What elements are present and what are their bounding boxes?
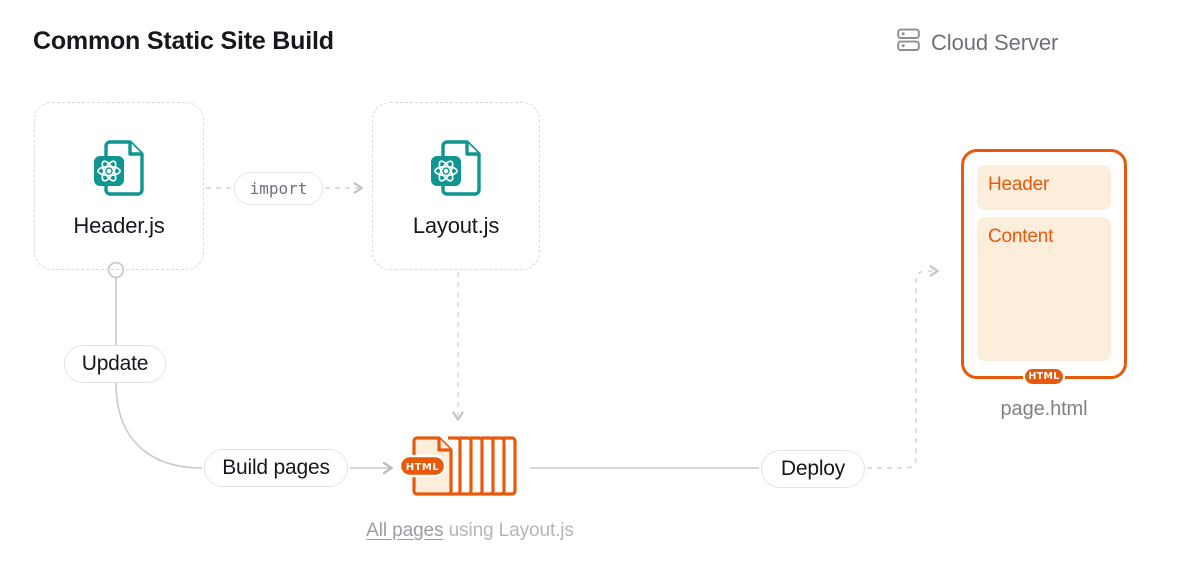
cloud-server-label: Cloud Server [931,29,1059,55]
react-file-icon [83,133,155,210]
svg-text:HTML: HTML [406,462,440,473]
cloud-server-badge: Cloud Server [896,27,1058,58]
node-layout-js-label: Layout.js [412,213,500,238]
html-badge: HTML [1023,366,1065,386]
page-title: Common Static Site Build [33,27,334,55]
edge-label-build-pages[interactable]: Build pages [204,449,348,487]
edge-label-update[interactable]: Update [64,345,166,383]
edge-label-import[interactable]: import [234,172,323,205]
pages-caption-secondary: using Layout.js [443,520,574,541]
node-layout-js[interactable]: Layout.js [372,102,540,270]
card-block-header: Header [977,165,1111,210]
edge-label-deploy[interactable]: Deploy [761,450,865,488]
node-header-js[interactable]: Header.js [34,102,204,270]
output-page-card[interactable]: Header Content HTML [961,149,1127,386]
edge-update-to-build [115,382,203,469]
react-file-icon [420,133,492,210]
edge-deploy-to-output [867,265,939,469]
html-badge-label: HTML [1023,367,1065,386]
html-file-stack-icon[interactable]: HTML [398,430,528,506]
node-header-js-label: Header.js [73,213,165,238]
output-card-caption: page.html [1000,398,1088,420]
server-rack-icon [896,27,921,58]
card-block-content: Content [977,217,1111,361]
pages-caption: All pages using Layout.js [330,520,610,542]
pages-caption-primary: All pages [366,520,444,541]
